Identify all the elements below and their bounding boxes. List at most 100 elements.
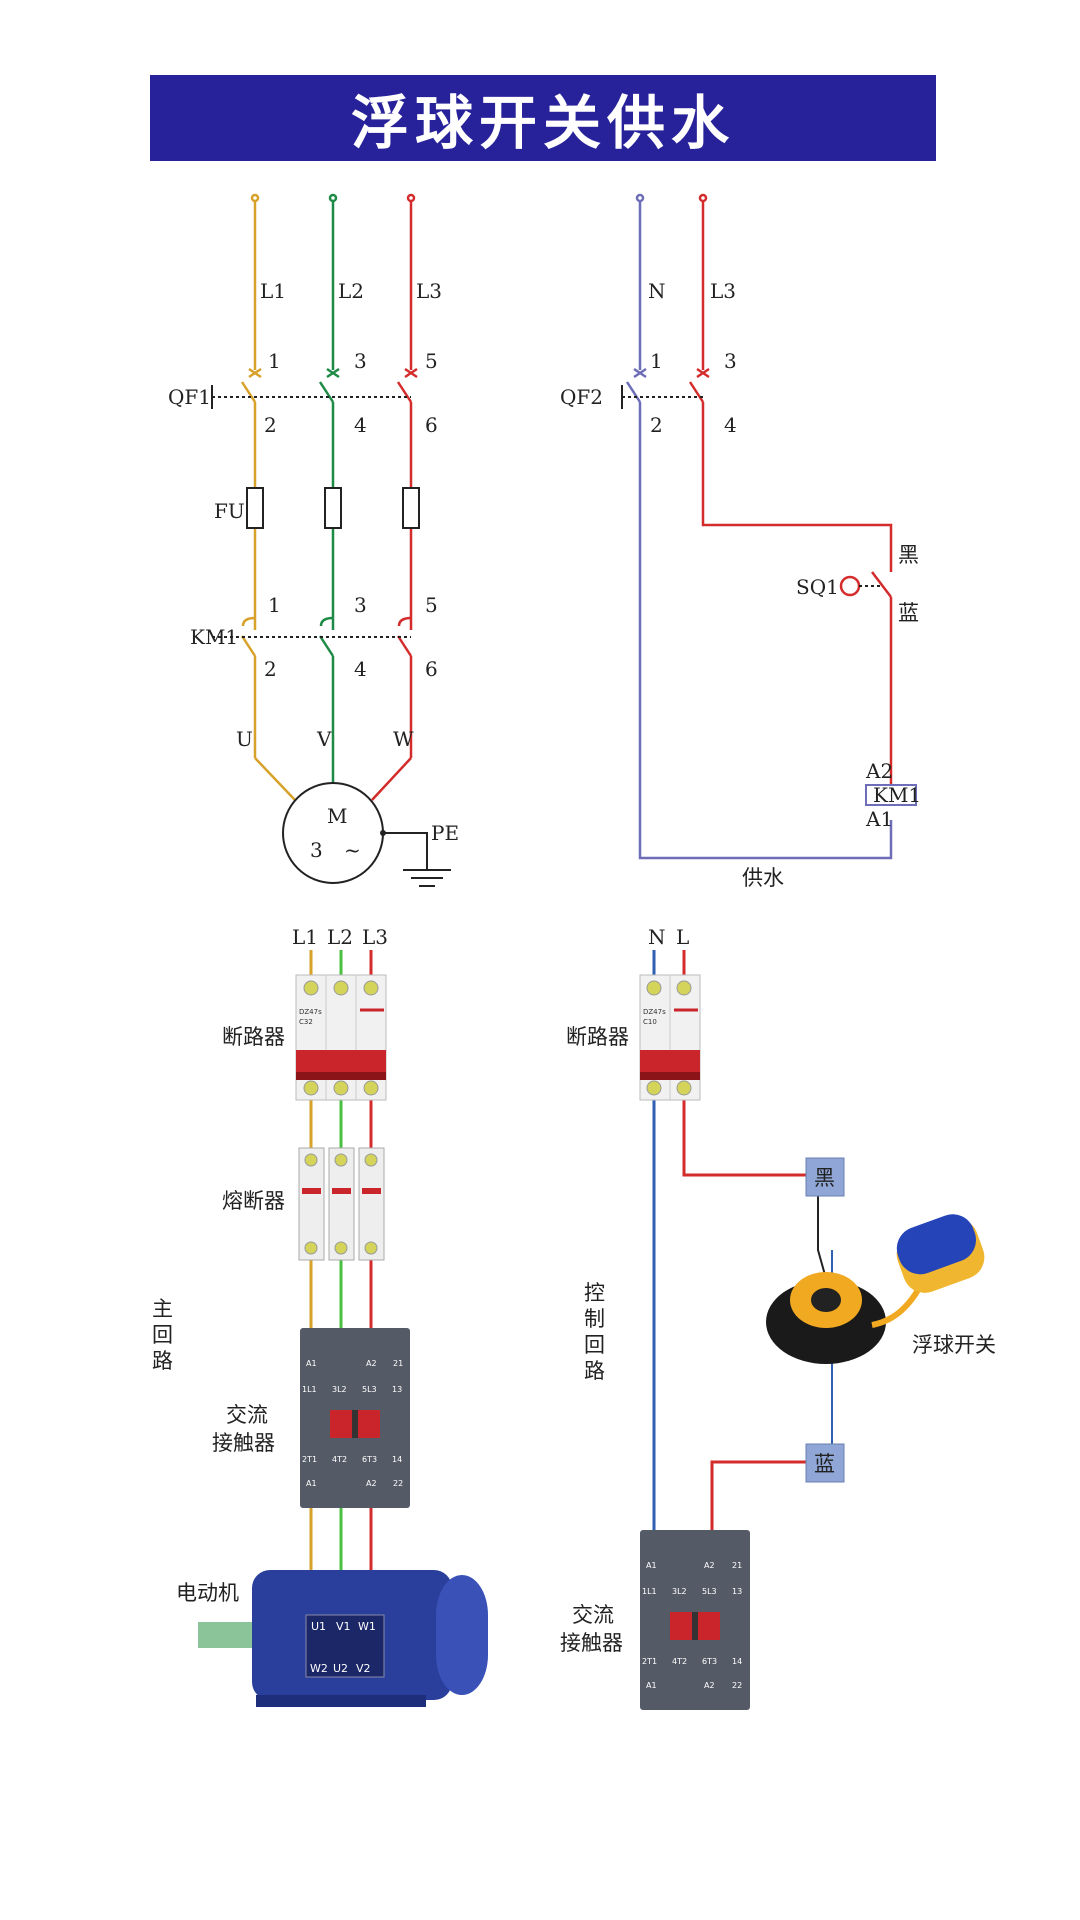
- label-float-switch: 浮球开关: [912, 1333, 996, 1357]
- side-ctrl-3: 回: [584, 1333, 605, 1357]
- wiring-label-l: L: [676, 925, 689, 949]
- side-ctrl-4: 路: [584, 1359, 605, 1383]
- svg-text:4T2: 4T2: [672, 1657, 687, 1666]
- km1-term-1: 1: [268, 593, 281, 617]
- qf2-term-3: 3: [724, 349, 737, 373]
- side-main-3: 路: [152, 1349, 173, 1373]
- side-main-1: 主: [152, 1297, 173, 1321]
- page-title: 浮球开关供水: [350, 89, 735, 157]
- svg-text:21: 21: [732, 1561, 742, 1570]
- label-qf1: QF1: [168, 385, 211, 409]
- label-l1: L1: [260, 279, 286, 303]
- tag-black: [805, 1157, 845, 1197]
- fuse-l2: [324, 487, 342, 529]
- label-l3: L3: [416, 279, 442, 303]
- label-contactor-ctrl-1: 交流: [572, 1603, 614, 1627]
- label-n: N: [648, 279, 666, 303]
- svg-text:21: 21: [393, 1359, 403, 1368]
- motor-m: M: [327, 804, 347, 828]
- svg-text:14: 14: [392, 1455, 402, 1464]
- tag-black-text: 黑: [814, 1166, 835, 1190]
- main-wiring: L1 L2 L3 DZ47s C32 断路器: [152, 925, 488, 1707]
- svg-text:1L1: 1L1: [302, 1385, 317, 1394]
- svg-text:A2: A2: [366, 1479, 377, 1488]
- side-main-2: 回: [152, 1323, 173, 1347]
- svg-text:A1: A1: [646, 1681, 657, 1690]
- label-fu: FU: [214, 499, 245, 523]
- fuse-l3: [402, 487, 420, 529]
- side-ctrl-1: 控: [584, 1281, 605, 1305]
- motor-term-u2: U2: [333, 1662, 348, 1675]
- float-switch: [766, 1214, 985, 1364]
- label-fuse-main: 熔断器: [222, 1189, 285, 1213]
- breaker-rating: C32: [299, 1018, 313, 1026]
- svg-text:6T3: 6T3: [702, 1657, 717, 1666]
- breaker-3p: DZ47s C32: [295, 974, 387, 1101]
- km1-term-3: 3: [354, 593, 367, 617]
- km1-term-4: 4: [354, 657, 367, 681]
- breaker-2p: DZ47s C10: [639, 974, 701, 1101]
- qf1-term-3: 3: [354, 349, 367, 373]
- label-a2: A2: [865, 759, 893, 783]
- wire-blue-to-a2: [710, 1460, 810, 1535]
- svg-text:A2: A2: [704, 1561, 715, 1570]
- km1-term-6: 6: [425, 657, 438, 681]
- label-contactor-ctrl-2: 接触器: [560, 1631, 623, 1655]
- wire-l-to-black: [682, 950, 810, 1177]
- svg-text:2T1: 2T1: [642, 1657, 657, 1666]
- label-water-supply: 供水: [742, 866, 784, 890]
- motor-term-w2: W2: [310, 1662, 328, 1675]
- ground-wire: [383, 832, 428, 870]
- svg-text:A1: A1: [646, 1561, 657, 1570]
- breaker-ctrl-model: DZ47s: [643, 1008, 666, 1016]
- km1-term-2: 2: [264, 657, 277, 681]
- label-a1: A1: [865, 807, 893, 831]
- motor-3: 3: [310, 838, 323, 862]
- control-wiring: N L DZ47s C10 断路器 黑 蓝: [560, 925, 996, 1710]
- fuse-l1: [246, 487, 264, 529]
- label-motor: 电动机: [176, 1581, 239, 1605]
- qf1-term-6: 6: [425, 413, 438, 437]
- breaker-ctrl-rating: C10: [643, 1018, 657, 1026]
- l3-control-wire: [688, 193, 893, 785]
- tag-blue-text: 蓝: [814, 1452, 835, 1476]
- motor: U1 V1 W1 W2 U2 V2: [198, 1570, 488, 1707]
- label-u: U: [236, 727, 253, 751]
- contactor-main: A1 A2 21 1L1 3L2 5L3 13 2T1 4T2 6T3 14 A…: [300, 1328, 410, 1508]
- label-coil-km1: KM1: [873, 783, 921, 807]
- qf1-term-2: 2: [264, 413, 277, 437]
- svg-text:5L3: 5L3: [702, 1587, 717, 1596]
- motor-ac: ~: [344, 838, 361, 862]
- neutral-wire: [625, 193, 893, 860]
- svg-text:A1: A1: [306, 1359, 317, 1368]
- qf1-term-5: 5: [425, 349, 438, 373]
- svg-text:5L3: 5L3: [362, 1385, 377, 1394]
- label-breaker-main: 断路器: [222, 1025, 285, 1049]
- label-pe: PE: [431, 821, 459, 845]
- coil-km1: [865, 784, 917, 806]
- label-sq1: SQ1: [796, 575, 839, 599]
- side-ctrl-2: 制: [584, 1307, 605, 1331]
- label-ctrl-l3: L3: [710, 279, 736, 303]
- motor-term-v1: V1: [336, 1620, 351, 1633]
- fuse-holders: [298, 1147, 385, 1261]
- wiring-label-l1: L1: [292, 925, 318, 949]
- qf2-term-4: 4: [724, 413, 737, 437]
- svg-text:2T1: 2T1: [302, 1455, 317, 1464]
- qf2-term-2: 2: [650, 413, 663, 437]
- svg-text:4T2: 4T2: [332, 1455, 347, 1464]
- svg-text:22: 22: [393, 1479, 403, 1488]
- label-l2: L2: [338, 279, 364, 303]
- label-breaker-ctrl: 断路器: [566, 1025, 629, 1049]
- wiring-label-n: N: [648, 925, 666, 949]
- svg-text:14: 14: [732, 1657, 742, 1666]
- breaker-model: DZ47s: [299, 1008, 322, 1016]
- label-contactor-main-1: 交流: [226, 1403, 268, 1427]
- main-schematic: L1 L2 L3 1 3 5 2 4 6 QF1 FU 1 3 5 2 4 6 …: [168, 193, 459, 887]
- qf1-term-1: 1: [268, 349, 281, 373]
- motor-symbol: [282, 782, 384, 884]
- phase-l2-wire: [318, 193, 340, 783]
- contactor-ctrl: A1 A2 21 1L1 3L2 5L3 13 2T1 4T2 6T3 14 A…: [640, 1530, 750, 1710]
- svg-text:1L1: 1L1: [642, 1587, 657, 1596]
